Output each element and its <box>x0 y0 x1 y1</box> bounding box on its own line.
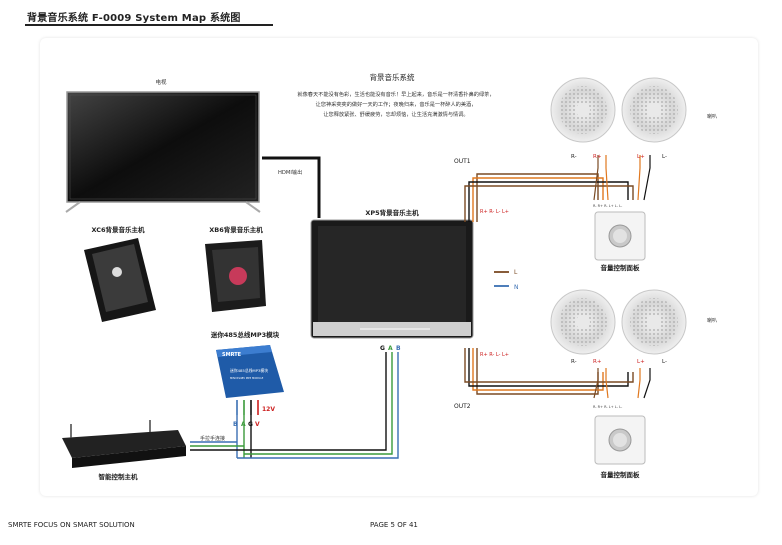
speaker-2-l-plus: L+ <box>637 359 645 365</box>
controller-image <box>62 420 186 468</box>
page-header-title: 背景音乐系统 F-0009 System Map 系统图 <box>27 13 241 24</box>
tv-image <box>65 91 261 213</box>
speaker-1-r-minus: R- <box>571 154 577 160</box>
system-desc-line-2: 让您神采奕奕的做好一天的工作；夜晚归来，音乐是一杯醉人的美酒， <box>316 100 477 108</box>
mp3-module-image <box>216 345 284 398</box>
speaker-2-left <box>550 289 616 355</box>
speaker-1-label: 喇叭 <box>707 113 717 120</box>
out2-label: OUT2 <box>454 403 471 410</box>
xp5-label: XP5背景音乐主机 <box>365 208 419 217</box>
volume-panel-2-label: 音量控制面板 <box>601 470 641 479</box>
speaker-1-l-minus: L- <box>662 154 667 160</box>
footer-tagline: SMRTE FOCUS ON SMART SOLUTION <box>8 521 135 529</box>
xp5-device-image <box>310 219 474 339</box>
header-rule <box>25 24 273 26</box>
xp5-bus-label-g: G <box>380 345 385 352</box>
volume-panel-2 <box>594 415 646 465</box>
mp3-wire-v: V <box>255 421 260 428</box>
system-desc-line-1: 就像春天不能没有色彩，生活也能没有音乐！早上起来，音乐是一杯清香扑鼻的绿茶， <box>297 90 494 98</box>
out1-label: OUT1 <box>454 158 471 165</box>
mp3-face-line-2: MINI RS485 MP3 MODULE <box>230 376 264 380</box>
volume-panel-1 <box>594 211 646 261</box>
legend-l-label: L <box>514 269 518 276</box>
speaker-2-r-plus: R+ <box>593 359 602 365</box>
controller-label: 智能控制主机 <box>99 472 139 481</box>
xb6-device-image <box>205 240 266 312</box>
speaker-2-l-minus: L- <box>662 359 667 365</box>
volume-panel-1-label: 音量控制面板 <box>601 263 641 272</box>
xb6-label: XB6背景音乐主机 <box>209 225 263 234</box>
speaker-2-right <box>621 289 687 355</box>
speaker-1-r-plus: R+ <box>593 154 602 160</box>
panel-1-terminal: R- R+ R- L+ L- L- <box>593 204 623 208</box>
system-desc-line-3: 让您释放紧张、舒缓疲劳，忘却烦恼，让生活充满激情与情调。 <box>323 110 468 118</box>
xc6-device-image <box>84 238 156 322</box>
mp3-module-label: 迷你485总线MP3模块 <box>210 330 280 339</box>
out2-terminals: R+ R- L- L+ <box>480 352 509 358</box>
hand-pull-label: 手拉手连接 <box>200 435 225 442</box>
xc6-label: XC6背景音乐主机 <box>91 225 145 234</box>
speaker-1-left <box>550 77 616 143</box>
hdmi-cable <box>262 156 321 218</box>
footer-page-number: PAGE 5 OF 41 <box>370 521 418 529</box>
out1-terminals: R+ R- L- L+ <box>480 209 509 215</box>
speaker-1-right <box>621 77 687 143</box>
system-title: 背景音乐系统 <box>370 72 415 82</box>
speaker-1-l-plus: L+ <box>637 154 645 160</box>
mp3-brand: SMRTE <box>222 352 242 358</box>
legend-n-label: N <box>514 284 519 291</box>
speaker-2-r-minus: R- <box>571 359 577 365</box>
speaker-2-label: 喇叭 <box>707 317 717 324</box>
hdmi-label: HDMI输出 <box>278 168 302 176</box>
xp5-bus-label-a: A <box>388 345 393 352</box>
panel-2-terminal: R- R+ R- L+ L- L- <box>593 405 623 409</box>
mp3-face-line-1: 迷你485总线MP3模块 <box>230 368 268 373</box>
tv-label: 电视 <box>155 78 167 86</box>
mp3-12v-label: 12V <box>262 406 275 413</box>
xp5-bus-label-b: B <box>396 345 401 352</box>
mp3-wire-b: B <box>233 421 238 428</box>
